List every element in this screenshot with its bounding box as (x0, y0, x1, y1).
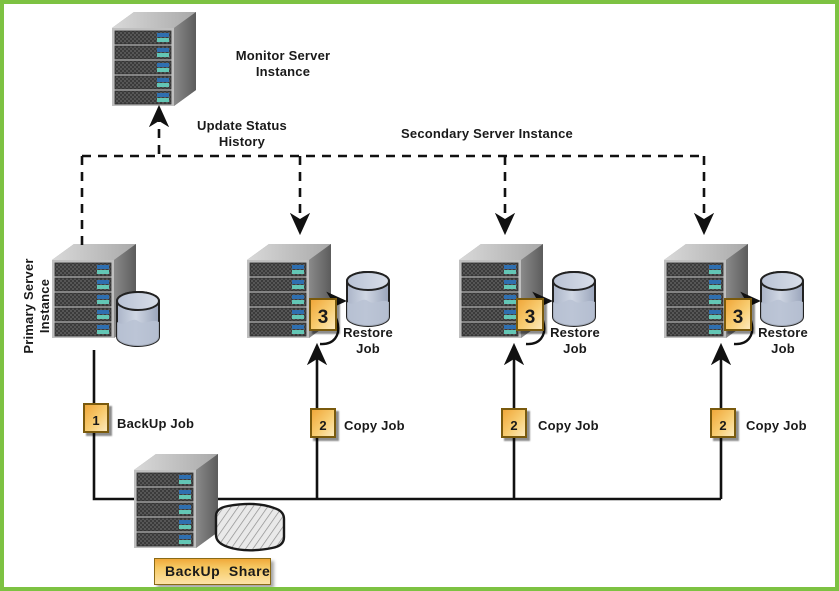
restore-job-label-3: Restore Job (758, 325, 808, 356)
badge-copy-job-3 (710, 408, 736, 438)
diagram-svg: 1 2 2 2 3 3 3 (52, 12, 804, 552)
update-status-history-label: Update Status History (196, 118, 287, 149)
restore-database-2-icon (552, 271, 596, 327)
badge-restore-job-1 (309, 298, 337, 331)
restore-job-label-2: Restore Job (550, 325, 600, 356)
copy-job-label-2: Copy Job (538, 418, 599, 433)
badge-copy-job-2 (501, 408, 527, 438)
backup-share-label: BackUp Share (154, 558, 271, 585)
copy-job-label-3: Copy Job (746, 418, 807, 433)
badge-backup-job-label: 1 (92, 413, 99, 428)
restore-database-1-icon (346, 271, 390, 327)
primary-database-icon (116, 291, 160, 347)
badge-copy-job-1 (310, 408, 336, 438)
badge-backup-job (83, 403, 109, 433)
secondary-server-instance-label: Secondary Server Instance (401, 126, 573, 141)
restore-database-3-icon (760, 271, 804, 327)
monitor-server-icon (112, 12, 196, 106)
restore-job-label-1: Restore Job (343, 325, 393, 356)
badge-restore-job-2-label: 3 (525, 307, 536, 328)
backup-job-label: BackUp Job (117, 416, 195, 431)
backup-server-icon (134, 454, 218, 548)
badge-copy-job-3-label: 2 (719, 418, 726, 433)
monitor-server-label: Monitor Server Instance (235, 48, 331, 79)
primary-server-instance-label: Primary Server Instance (21, 258, 52, 354)
backup-share-store-icon (214, 502, 286, 552)
secondary-server-1-icon (247, 244, 331, 338)
badge-restore-job-1-label: 3 (318, 307, 329, 328)
copy-job-label-1: Copy Job (344, 418, 405, 433)
badge-copy-job-2-label: 2 (510, 418, 517, 433)
badge-restore-job-2 (516, 298, 544, 331)
badge-restore-job-3-label: 3 (733, 307, 744, 328)
badge-restore-job-3 (724, 298, 752, 331)
badge-copy-job-1-label: 2 (319, 418, 326, 433)
